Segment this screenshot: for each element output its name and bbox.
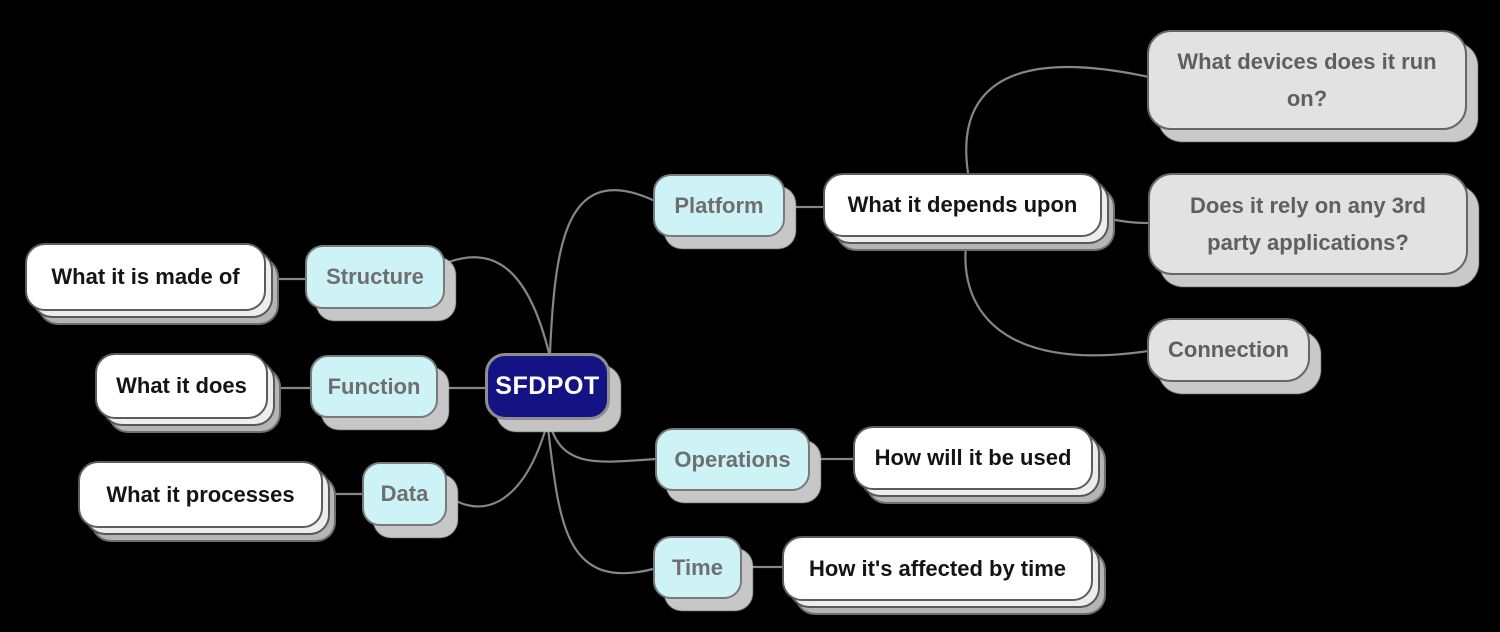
- node-how-will-it-be-used[interactable]: How will it be used: [853, 426, 1093, 490]
- edge-depends-connection: [964, 236, 1149, 357]
- node-function[interactable]: Function: [310, 355, 438, 418]
- edge-structure-center: [448, 256, 551, 354]
- node-sfdpot-label: SFDPOT: [495, 372, 600, 400]
- node-what-devices-run-on[interactable]: What devices does it run on?: [1147, 30, 1467, 130]
- node-operations-label: Operations: [674, 446, 791, 472]
- node-third-party-applications[interactable]: Does it rely on any 3rd party applicatio…: [1148, 173, 1468, 275]
- node-how-will-it-be-used-label: How will it be used: [874, 445, 1072, 470]
- node-connection[interactable]: Connection: [1147, 318, 1310, 382]
- node-what-it-does-label: What it does: [116, 373, 247, 398]
- edge-center-time: [545, 419, 654, 575]
- node-what-it-does[interactable]: What it does: [95, 353, 268, 419]
- node-what-it-processes[interactable]: What it processes: [78, 461, 323, 528]
- node-platform[interactable]: Platform: [653, 174, 785, 237]
- node-structure-label: Structure: [326, 264, 424, 289]
- node-platform-label: Platform: [674, 192, 764, 218]
- node-function-label: Function: [327, 373, 421, 399]
- node-data-label: Data: [380, 481, 429, 506]
- node-time[interactable]: Time: [653, 536, 742, 599]
- node-data[interactable]: Data: [362, 462, 447, 526]
- node-what-devices-run-on-label: What devices does it run on?: [1177, 48, 1437, 111]
- node-how-its-affected-by-time[interactable]: How it's affected by time: [782, 536, 1093, 601]
- node-how-its-affected-by-time-label: How it's affected by time: [808, 555, 1067, 581]
- edge-center-operations: [547, 419, 657, 463]
- node-what-it-is-made-of-label: What it is made of: [51, 264, 240, 289]
- edge-center-platform: [548, 189, 656, 354]
- node-time-label: Time: [672, 554, 723, 580]
- node-connection-label: Connection: [1168, 337, 1289, 362]
- node-sfdpot-center[interactable]: SFDPOT: [485, 353, 610, 420]
- node-what-it-is-made-of[interactable]: What it is made of: [25, 243, 266, 311]
- node-third-party-applications-label: Does it rely on any 3rd party applicatio…: [1190, 192, 1426, 255]
- node-what-it-depends-upon-label: What it depends upon: [847, 192, 1078, 217]
- node-operations[interactable]: Operations: [655, 428, 810, 491]
- edge-data-center: [445, 420, 550, 508]
- node-what-it-depends-upon[interactable]: What it depends upon: [823, 173, 1102, 237]
- edge-depends-devices: [965, 65, 1150, 174]
- edge-depends-thirdparty: [1101, 215, 1150, 225]
- node-what-it-processes-label: What it processes: [106, 481, 295, 507]
- node-structure[interactable]: Structure: [305, 245, 445, 309]
